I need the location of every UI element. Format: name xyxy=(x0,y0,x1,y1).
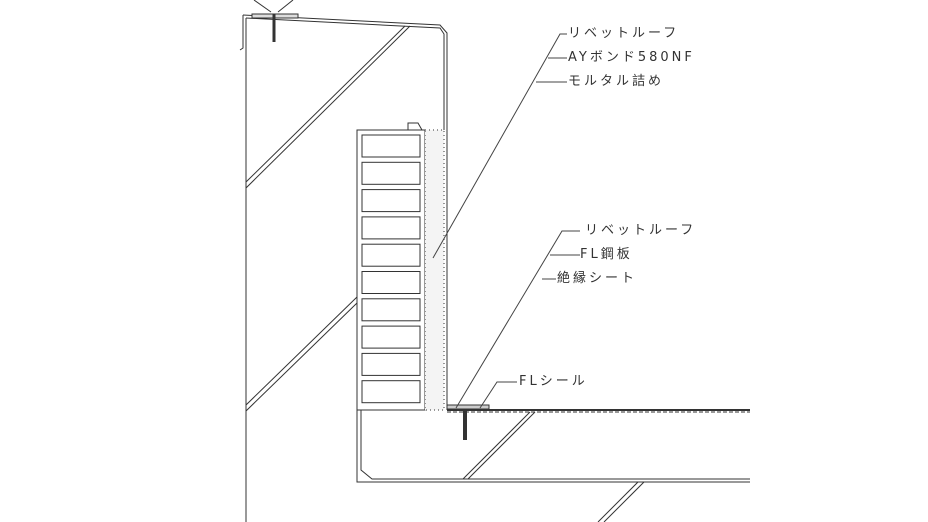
callout-insulation-sheet: 絶縁シート xyxy=(557,271,638,286)
callout-rivet-roof-lower: リベットルーフ xyxy=(585,223,697,238)
brick-course xyxy=(361,380,421,404)
brick-course xyxy=(361,298,421,322)
brick-course xyxy=(361,243,421,267)
callout-rivet-roof: リベットルーフ xyxy=(568,26,680,41)
callout-fl-steel: FL鋼板 xyxy=(580,247,633,262)
leader-lines xyxy=(432,33,580,409)
hatch-lines xyxy=(245,25,645,522)
brick-course xyxy=(361,352,421,376)
parapet-wall xyxy=(239,14,448,522)
brick-course xyxy=(361,161,421,185)
floor-slab xyxy=(356,404,750,483)
brick-course xyxy=(361,189,421,213)
callout-ay-bond: AYボンド580NF xyxy=(568,50,695,65)
brick-course xyxy=(361,216,421,240)
brick-course xyxy=(361,134,421,158)
brick-course xyxy=(361,271,421,294)
mortar-fill xyxy=(424,129,445,411)
brick-block xyxy=(356,122,426,411)
screw-icon xyxy=(253,0,294,42)
brick-course xyxy=(361,325,421,349)
callout-fl-seal: FLシール xyxy=(519,374,588,389)
callout-mortar: モルタル詰め xyxy=(568,74,665,89)
